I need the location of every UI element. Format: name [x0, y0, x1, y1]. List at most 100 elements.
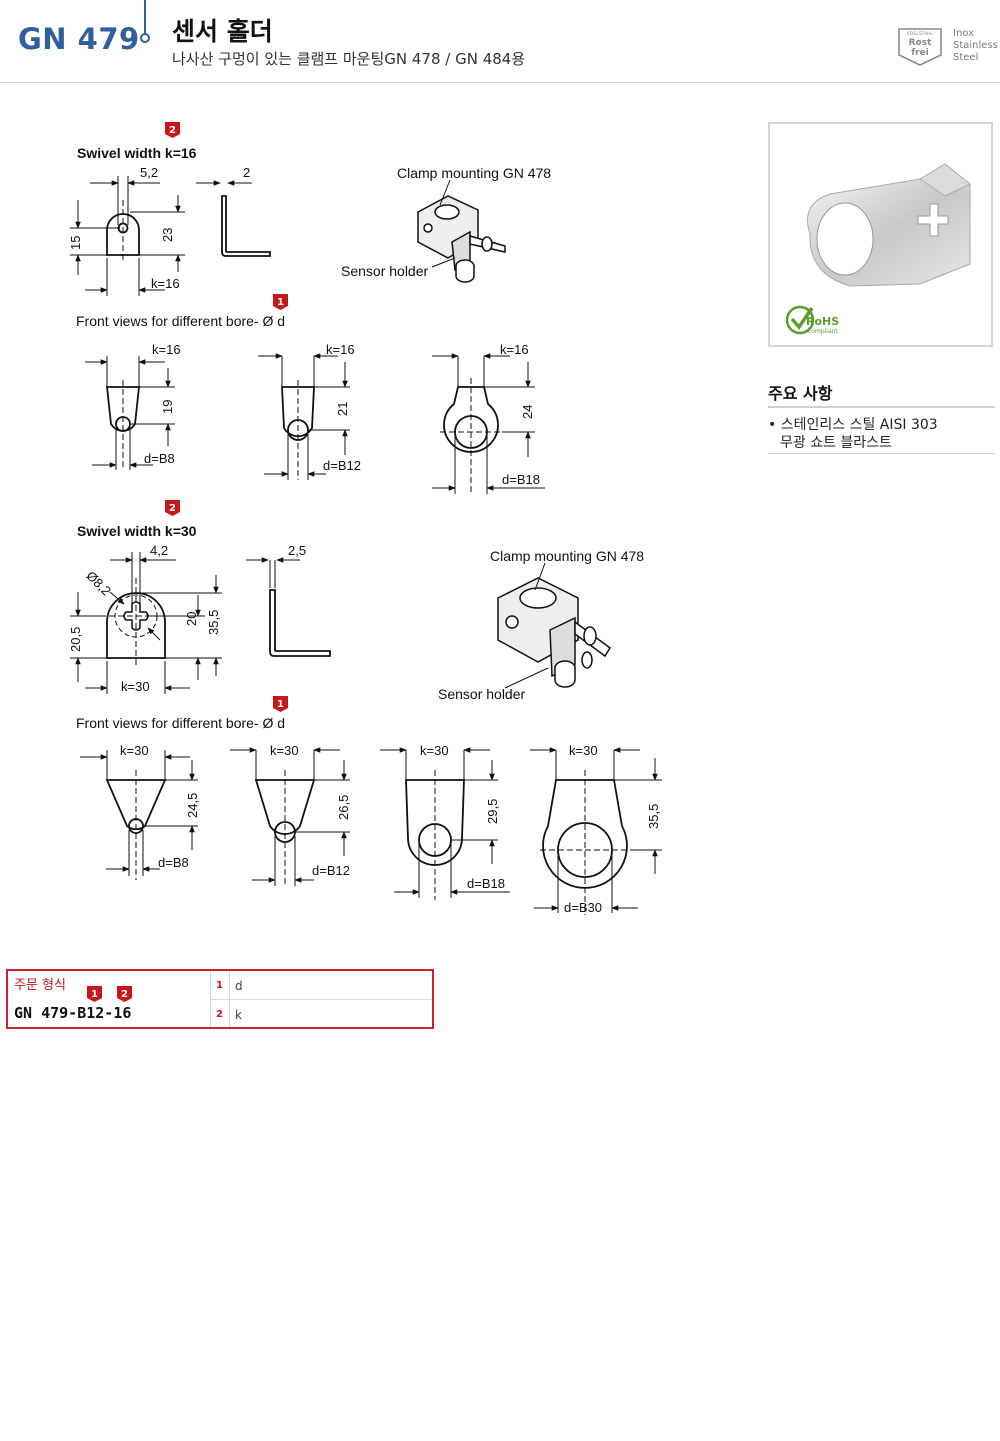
page-title: 센서 홀더: [172, 17, 273, 46]
badge-line-inox: Inox: [953, 28, 975, 39]
view2-k-label: k=16: [326, 342, 355, 357]
dim-height-23: 23: [160, 227, 175, 242]
svg-text:2: 2: [121, 989, 128, 1000]
dim-width-4-2: 4,2: [150, 543, 169, 558]
rostfrei-badge-icon: EDELSTAHL Rost frei: [898, 28, 942, 66]
clamp-mounting-label-2: Clamp mounting GN 478: [490, 548, 645, 564]
view1-h-label: 19: [160, 399, 175, 414]
clamp-label-leader-2: [534, 562, 546, 591]
badge-frei-text: frei: [911, 48, 929, 58]
view7-h-label: 35,5: [646, 803, 661, 829]
view6-k-label: k=30: [420, 743, 449, 758]
dim-k30-side: k=30: [121, 679, 150, 694]
k30-front-dims-b12: [230, 747, 350, 886]
marker-2-icon: 2: [165, 122, 180, 138]
section2-title: Swivel width k=30: [77, 523, 197, 539]
order-code-example: GN 479-B12-16: [14, 1004, 132, 1022]
k30-front-dims-b18: [380, 747, 510, 900]
section1-front-title: Front views for different bore- Ø d: [76, 313, 286, 329]
k30-front-dims-b8: [80, 750, 198, 880]
feature-item-text: 스테인리스 스틸 AISI 303: [780, 417, 938, 433]
features-title: 주요 사항: [768, 384, 833, 403]
k16-profile-view: [196, 180, 271, 257]
view4-h-label: 24,5: [185, 792, 200, 818]
k16-front-dims-b18: [432, 353, 545, 495]
clamp-mounting-label-1: Clamp mounting GN 478: [397, 165, 552, 181]
clamp-mounting-isometric-2: [497, 577, 612, 688]
badge-line-stainless: Stainless: [953, 40, 998, 51]
marker-2-icon: 2: [165, 500, 180, 516]
view3-d-label: d=B18: [502, 472, 540, 487]
product-photo: RoHS compliant: [768, 122, 993, 347]
dim-thickness-2: 2: [243, 165, 251, 180]
dim-height-15: 15: [68, 235, 83, 250]
order-title: 주문 형식: [14, 978, 66, 993]
svg-text:1: 1: [277, 297, 284, 308]
svg-text:1: 1: [91, 989, 98, 1000]
view5-h-label: 26,5: [336, 794, 351, 820]
dim-thickness-2-5: 2,5: [288, 543, 307, 558]
order-row-num: 1: [216, 980, 223, 991]
dim-height-35-5: 35,5: [206, 609, 221, 635]
view2-d-label: d=B12: [323, 458, 361, 473]
dim-k16-side: k=16: [151, 276, 180, 291]
dim-width-5-2: 5,2: [140, 165, 159, 180]
k16-front-dims-b8: [85, 356, 175, 470]
svg-text:2: 2: [169, 503, 176, 514]
order-row-label: d: [235, 979, 243, 993]
order-row-divider: [210, 999, 432, 1000]
view1-k-label: k=16: [152, 342, 181, 357]
k16-front-dims-b12: [258, 353, 350, 480]
dim-height-20: 20: [184, 611, 199, 626]
view1-d-label: d=B8: [144, 451, 175, 466]
feature-item: • 스테인리스 스틸 AISI 303: [768, 417, 938, 433]
order-row-label: k: [235, 1008, 242, 1022]
view4-d-label: d=B8: [158, 855, 189, 870]
sensor-holder-photo-icon: RoHS compliant: [785, 163, 971, 335]
view3-k-label: k=16: [500, 342, 529, 357]
sensor-label-leader-2: [504, 667, 549, 689]
svg-text:1: 1: [277, 699, 284, 710]
view6-h-label: 29,5: [485, 798, 500, 824]
header-divider-dot: [140, 33, 150, 43]
features-divider-bottom: [768, 453, 995, 454]
rohs-compliant-text: compliant: [808, 328, 838, 335]
dim-height-20-5: 20,5: [68, 626, 83, 652]
marker-1-icon: 1: [273, 294, 288, 310]
order-marker-1-icon: 1: [87, 986, 102, 1002]
feature-item: 무광 쇼트 블라스트: [768, 434, 938, 452]
section2-front-title: Front views for different bore- Ø d: [76, 715, 286, 731]
badge-line-steel: Steel: [953, 52, 979, 63]
page-subtitle: 나사산 구멍이 있는 클램프 마운팅GN 478 / GN 484용: [172, 50, 526, 68]
features-list: • 스테인리스 스틸 AISI 303 무광 쇼트 블라스트: [768, 416, 938, 452]
view6-d-label: d=B18: [467, 876, 505, 891]
product-code: GN 479: [18, 22, 140, 56]
svg-text:2: 2: [169, 125, 176, 136]
view7-k-label: k=30: [569, 743, 598, 758]
features-divider-top: [768, 406, 995, 408]
view3-h-label: 24: [520, 404, 535, 419]
view5-k-label: k=30: [270, 743, 299, 758]
header-divider: [144, 0, 146, 34]
marker-1-icon: 1: [273, 696, 288, 712]
k30-profile-view: [246, 557, 331, 657]
order-row-num: 2: [216, 1009, 223, 1020]
badge-top-text: EDELSTAHL: [907, 31, 933, 37]
k30-side-dims: [70, 552, 222, 694]
k30-front-dims-b30: [530, 747, 662, 915]
section1-title: Swivel width k=16: [77, 145, 197, 161]
view5-d-label: d=B12: [312, 863, 350, 878]
view7-d-label: d=B30: [564, 900, 602, 915]
page-header: [0, 0, 1000, 83]
k16-side-dims: [70, 176, 185, 296]
badge-rost-text: Rost: [909, 38, 932, 48]
feature-item-text: 무광 쇼트 블라스트: [780, 435, 892, 451]
sensor-holder-label-1: Sensor holder: [341, 263, 429, 279]
clamp-mounting-isometric-1: [417, 195, 506, 283]
sensor-holder-label-2: Sensor holder: [438, 686, 526, 702]
rohs-text: RoHS: [806, 315, 839, 328]
sensor-label-leader-1: [431, 257, 456, 268]
view2-h-label: 21: [335, 401, 350, 416]
order-marker-2-icon: 2: [117, 986, 132, 1002]
